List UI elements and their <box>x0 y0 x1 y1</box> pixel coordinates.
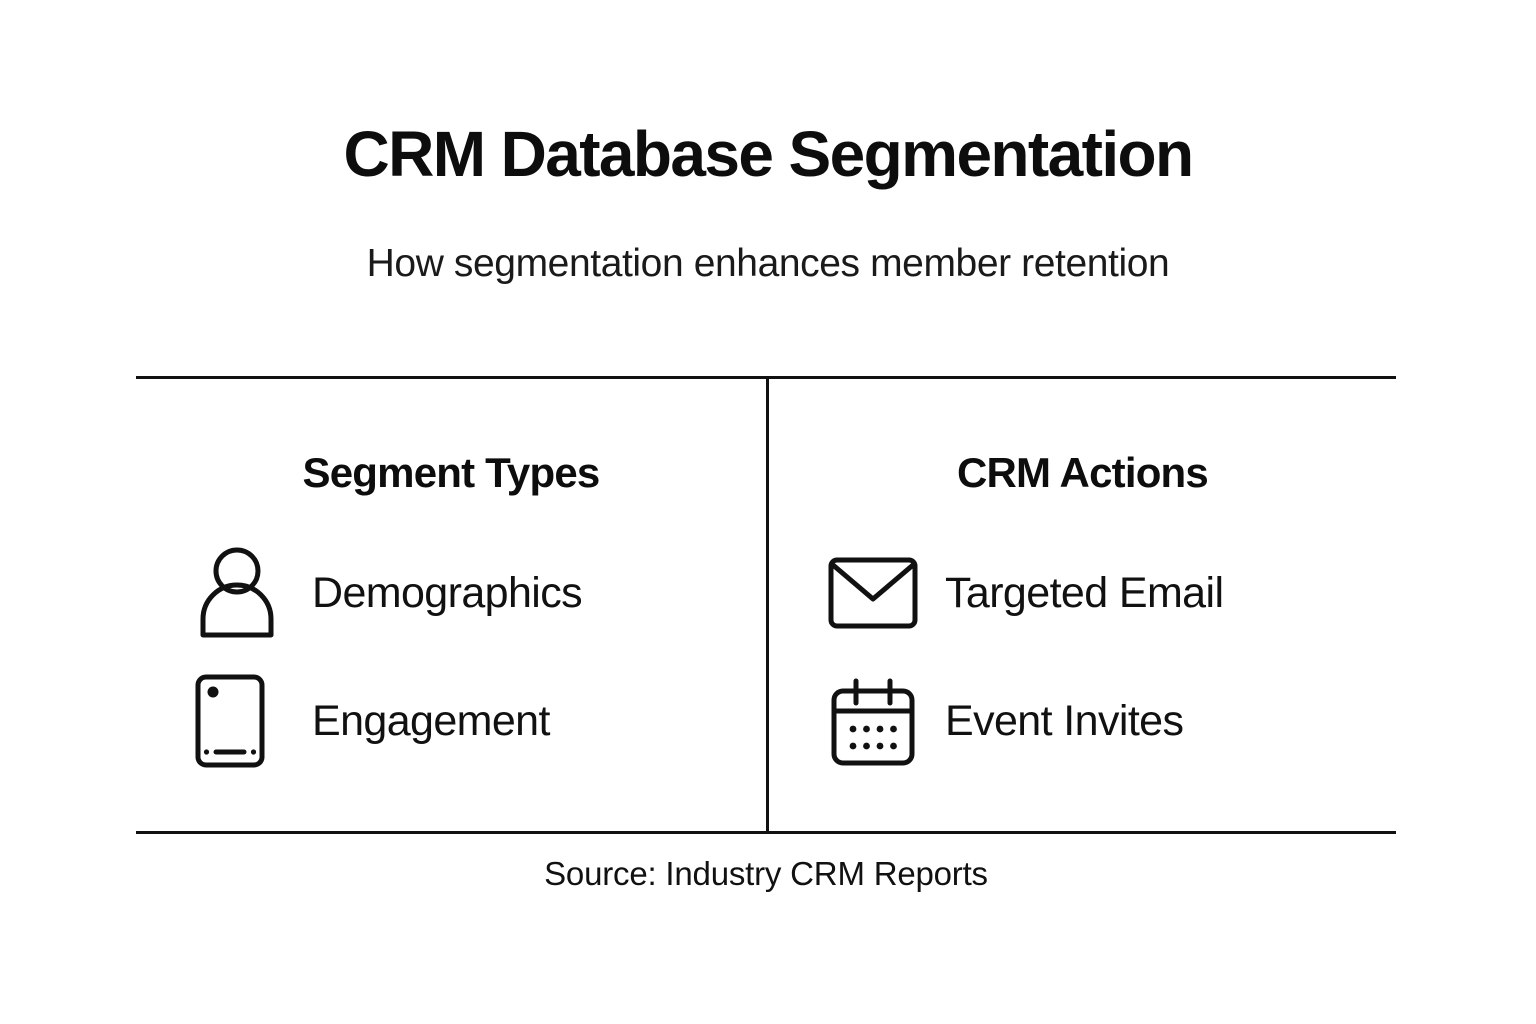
comparison-table: Segment Types Demographics <box>136 376 1396 834</box>
column-crm-actions: CRM Actions Targeted Email <box>766 379 1396 831</box>
tablet-icon <box>194 674 286 768</box>
row-list-segment-types: Demographics Engagement <box>136 539 766 775</box>
list-item-label: Event Invites <box>945 696 1184 745</box>
list-item-label: Demographics <box>312 568 583 617</box>
calendar-icon <box>827 675 919 767</box>
source-note: Source: Industry CRM Reports <box>544 855 988 892</box>
column-header-crm-actions: CRM Actions <box>957 449 1209 496</box>
list-item[interactable]: Engagement <box>194 667 766 775</box>
page-title: CRM Database Segmentation <box>343 118 1194 190</box>
header: CRM Database Segmentation How segmentati… <box>0 122 1536 283</box>
list-item[interactable]: Demographics <box>194 539 766 647</box>
list-item[interactable]: Targeted Email <box>827 539 1396 647</box>
column-header-segment-types: Segment Types <box>302 449 601 496</box>
row-list-crm-actions: Targeted Email <box>769 539 1396 775</box>
footer: Source: Industry CRM Reports <box>136 855 1396 893</box>
column-segment-types: Segment Types Demographics <box>136 379 766 831</box>
page-subtitle: How segmentation enhances member retenti… <box>366 242 1170 285</box>
person-icon <box>194 547 286 639</box>
list-item-label: Engagement <box>312 696 550 745</box>
list-item-label: Targeted Email <box>945 568 1224 617</box>
envelope-icon <box>827 547 919 639</box>
list-item[interactable]: Event Invites <box>827 667 1396 775</box>
